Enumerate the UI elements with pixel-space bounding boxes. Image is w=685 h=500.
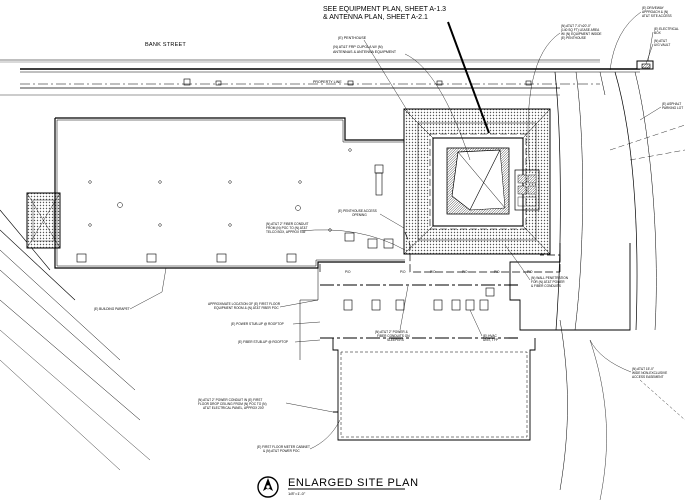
vault-label: (N) AT&T U/G VAULT <box>654 39 670 47</box>
callout-leader <box>447 21 490 134</box>
first-floor-label: APPROXIMATE LOCATION OF (E) FIRST FLOOR … <box>208 302 281 310</box>
svg-text:& FIBER CONDUITS: & FIBER CONDUITS <box>531 284 561 288</box>
svg-text:APPROACH & (N): APPROACH & (N) <box>642 10 668 14</box>
svg-text:SLEEPERS: SLEEPERS <box>387 338 404 342</box>
parking-meter-5 <box>525 80 532 86</box>
drawing-scale: 1/8"=1'-0" <box>288 491 306 496</box>
svg-text:(E) PENTHOUSE: (E) PENTHOUSE <box>561 36 586 40</box>
fiber-conduit-label: (N) AT&T 2" FIBER CONDUIT FROM (N) POC T… <box>266 222 309 234</box>
svg-text:EQUIPMENT ROOM & (N) AT&T FIBE: EQUIPMENT ROOM & (N) AT&T FIBER POC <box>214 306 279 310</box>
conduit-tag-3: P/O <box>430 270 436 274</box>
conduit-tag-4: P/O <box>462 270 468 274</box>
svg-text:(N) AT&T 2" POWER CONDUIT IN (: (N) AT&T 2" POWER CONDUIT IN (E) FIRST <box>198 398 262 402</box>
conduit-tag-5: P/O <box>494 270 500 274</box>
electrical-box-label: (E) ELECTRICAL BOX <box>654 27 679 35</box>
svg-text:WIDE NON-EXCLUSIVE: WIDE NON-EXCLUSIVE <box>632 371 667 375</box>
adjacent-building <box>0 209 151 471</box>
penthouse-label: (E) PENTHOUSE <box>338 36 367 40</box>
svg-text:AT&T SITE ACCESS: AT&T SITE ACCESS <box>642 14 672 18</box>
north-arrow-icon <box>257 476 279 498</box>
conduit-tag-2: P/O <box>400 270 406 274</box>
hvac-label: (E) HVAC UNIT, TYP <box>483 334 498 342</box>
lease-label: (N) AT&T 7'-0"x20'-0" (140 SQ FT) LEASE … <box>561 24 602 40</box>
power-fiber-conduits-label: (N) AT&T 2" POWER & FIBER CONDUITS ON SL… <box>375 330 410 342</box>
ug-vault <box>641 63 651 69</box>
driveway <box>554 71 685 500</box>
svg-text:(N) AT&T 2" FIBER CONDUIT: (N) AT&T 2" FIBER CONDUIT <box>266 222 309 226</box>
svg-text:(N) AT&T 2" POWER &: (N) AT&T 2" POWER & <box>375 330 409 334</box>
asphalt-label: (E) ASPHALT PARKING LOT <box>662 102 683 110</box>
svg-text:PARKING LOT: PARKING LOT <box>662 106 683 110</box>
svg-text:(N) AT&T: (N) AT&T <box>654 39 667 43</box>
drawing-title: ENLARGED SITE PLAN <box>288 477 419 489</box>
svg-text:(E) ASPHALT: (E) ASPHALT <box>662 102 681 106</box>
wall-penetration-label: (N) WALL PENETRATION FOR (N) AT&T POWER … <box>531 276 569 288</box>
svg-text:& (N) AT&T POWER POC: & (N) AT&T POWER POC <box>263 449 300 453</box>
svg-text:APPROXIMATE LOCATION OF (E) FI: APPROXIMATE LOCATION OF (E) FIRST FLOOR <box>208 302 281 306</box>
meter-cabinet-label: (E) FIRST FLOOR METER CABINET & (N) AT&T… <box>257 445 310 453</box>
penthouse-access-label: (E) PENTHOUSE ACCESS OPENING <box>338 209 377 217</box>
property-line-label: PROPERTY LINE <box>313 80 342 84</box>
driveway-label: (E) DRIVEWAY APPROACH & (N) AT&T SITE AC… <box>642 6 672 18</box>
svg-text:(N) AT&T 7'-0"x20'-0": (N) AT&T 7'-0"x20'-0" <box>561 24 591 28</box>
svg-text:(140 SQ FT) LEASE AREA: (140 SQ FT) LEASE AREA <box>561 28 600 32</box>
svg-text:FOR (N) AT&T POWER: FOR (N) AT&T POWER <box>531 280 565 284</box>
svg-text:(N) WALL PENETRATION: (N) WALL PENETRATION <box>531 276 569 280</box>
lower-wing <box>332 338 536 441</box>
svg-text:(E) HVAC: (E) HVAC <box>483 334 497 338</box>
svg-text:TELCO BOX, APPROX 135': TELCO BOX, APPROX 135' <box>266 230 306 234</box>
svg-text:ACCESS EASEMENT: ACCESS EASEMENT <box>632 375 664 379</box>
svg-text:FIBER CONDUITS ON: FIBER CONDUITS ON <box>377 334 410 338</box>
svg-text:UNIT, TYP: UNIT, TYP <box>483 338 498 342</box>
svg-text:FROM (N) POC TO (N) AT&T: FROM (N) POC TO (N) AT&T <box>266 226 308 230</box>
conduit-tag-6: P/O <box>527 270 533 274</box>
svg-text:(E) DRIVEWAY: (E) DRIVEWAY <box>642 6 665 10</box>
building-parapet <box>54 117 631 360</box>
bank-street <box>0 59 640 96</box>
parking-meter-1 <box>183 78 191 86</box>
cupola-label-2: ANTENNAS & ANTENNA EQUIPMENT <box>333 50 397 54</box>
svg-text:W/ (N) EQUIPMENT INSIDE: W/ (N) EQUIPMENT INSIDE <box>561 32 602 36</box>
street-name: BANK STREET <box>145 42 186 48</box>
svg-text:(E) ELECTRICAL: (E) ELECTRICAL <box>654 27 679 31</box>
svg-text:(N) AT&T 15'-0": (N) AT&T 15'-0" <box>632 367 654 371</box>
conduit-run <box>319 231 561 339</box>
antenna-cupola <box>446 147 510 215</box>
svg-text:OPENING: OPENING <box>352 213 367 217</box>
svg-text:BOX: BOX <box>654 31 662 35</box>
parking-meter-2 <box>215 80 222 86</box>
svg-text:AT&T ELECTRICAL PANEL, APPROX: AT&T ELECTRICAL PANEL, APPROX 200' <box>203 406 264 410</box>
power-conduit-label: (N) AT&T 2" POWER CONDUIT IN (E) FIRST F… <box>198 398 267 410</box>
parking-meter-4 <box>436 80 443 86</box>
cupola-label-1: (N) AT&T FRP CUPOLA W/ (N) <box>333 45 383 49</box>
svg-text:(E) FIRST FLOOR METER CABINET: (E) FIRST FLOOR METER CABINET <box>257 445 310 449</box>
conduit-tags: P/O P/O P/O P/O P/O P/O <box>345 270 533 274</box>
callout-line-1: SEE EQUIPMENT PLAN, SHEET A-1.3 <box>323 6 446 13</box>
svg-text:(E) PENTHOUSE ACCESS: (E) PENTHOUSE ACCESS <box>338 209 377 213</box>
conduit-tag-1: P/O <box>345 270 351 274</box>
callout-line-2: & ANTENNA PLAN, SHEET A-2.1 <box>323 14 428 21</box>
svg-text:FLOOR DROP CEILING FROM (N) PO: FLOOR DROP CEILING FROM (N) POC TO (N) <box>198 402 267 406</box>
building-parapet-label: (E) BUILDING PARAPET <box>94 307 130 311</box>
easement-label: (N) AT&T 15'-0" WIDE NON-EXCLUSIVE ACCES… <box>632 367 667 379</box>
lease-area-equipment <box>514 169 540 211</box>
fiber-stub-label: (E) FIBER STUB-UP @ ROOFTOP <box>238 340 288 344</box>
parking-meter-3 <box>347 80 354 86</box>
svg-text:U/G VAULT: U/G VAULT <box>654 43 670 47</box>
rooftop-fixtures <box>76 148 394 263</box>
power-stub-label: (E) POWER STUB-UP @ ROOFTOP <box>231 322 284 326</box>
